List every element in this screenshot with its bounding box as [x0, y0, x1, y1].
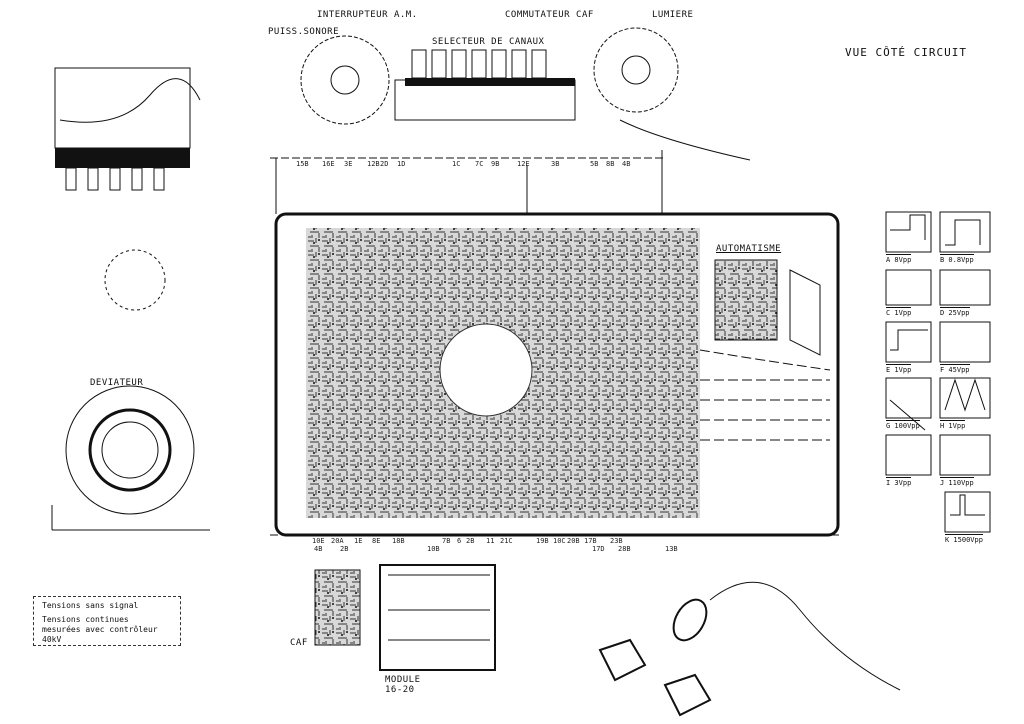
pin-label: 10B — [427, 545, 440, 553]
waveform-label: C 1Vpp — [886, 307, 912, 317]
pin-label: 15B — [296, 160, 309, 168]
pin-label: 1C — [452, 160, 461, 168]
waveform-label: D 25Vpp — [940, 307, 970, 317]
waveform-label: G 100Vpp — [886, 420, 920, 430]
pin-label: 10E — [312, 537, 325, 545]
pin-label: 18B — [392, 537, 405, 545]
waveform-label: J 110Vpp — [940, 477, 974, 487]
legend-line-1: Tensions sans signal — [42, 601, 139, 610]
pin-label: 20A — [331, 537, 344, 545]
label-lumiere: LUMIERE — [652, 10, 694, 20]
waveform-label: H 1Vpp — [940, 420, 966, 430]
pin-label: 2B — [340, 545, 349, 553]
pin-label: 3E — [344, 160, 353, 168]
pin-label: 20B — [567, 537, 580, 545]
pin-label: 7C — [475, 160, 484, 168]
pin-label: 1E — [354, 537, 363, 545]
pin-label: 21C — [500, 537, 513, 545]
waveform-label: K 1500Vpp — [945, 534, 983, 544]
pin-label: 12E — [517, 160, 530, 168]
pin-label: 23B — [610, 537, 623, 545]
label-commutateur-caf: COMMUTATEUR CAF — [505, 10, 594, 20]
pin-label: 28B — [618, 545, 631, 553]
pin-label: 8B — [606, 160, 615, 168]
waveform-label: F 45Vpp — [940, 364, 970, 374]
waveform-label: A 8Vpp — [886, 254, 912, 264]
pin-label: 8E — [372, 537, 381, 545]
pin-label: 10C — [553, 537, 566, 545]
label-selecteur-canaux: SELECTEUR DE CANAUX — [432, 37, 545, 47]
label-caf: CAF — [290, 638, 308, 648]
pin-label: 6 — [457, 537, 462, 545]
pin-label: 4B — [622, 160, 631, 168]
label-puissance-sonore: PUISS.SONORE — [268, 27, 340, 37]
pin-label: 2D — [380, 160, 389, 168]
legend-line-2: Tensions continues mesurées avec contrôl… — [42, 615, 158, 644]
label-deviateur: DEVIATEUR — [90, 378, 144, 388]
pin-label: 4B — [314, 545, 323, 553]
pin-label: 9B — [491, 160, 500, 168]
pin-label: 17B — [584, 537, 597, 545]
pin-label: 1D — [397, 160, 406, 168]
waveform-label: I 3Vpp — [886, 477, 912, 487]
waveform-label: E 1Vpp — [886, 364, 912, 374]
board-center-cutout — [439, 323, 533, 417]
pin-label: 11 — [486, 537, 495, 545]
pin-label: 19B — [536, 537, 549, 545]
label-interrupteur: INTERRUPTEUR A.M. — [317, 10, 418, 20]
label-module: MODULE 16-20 — [385, 675, 421, 695]
pin-label: 12B — [367, 160, 380, 168]
pin-label: 3B — [551, 160, 560, 168]
pin-label: 16E — [322, 160, 335, 168]
waveform-label: B 0.8Vpp — [940, 254, 974, 264]
label-automatisme: AUTOMATISME — [716, 244, 782, 254]
legend-box: Tensions sans signal Tensions continues … — [33, 596, 181, 646]
pin-label: 7B — [442, 537, 451, 545]
pin-label: 17D — [592, 545, 605, 553]
pin-label: 5B — [590, 160, 599, 168]
page-title: VUE CÔTÉ CIRCUIT — [845, 46, 967, 59]
pin-label: 2B — [466, 537, 475, 545]
pin-label: 13B — [665, 545, 678, 553]
